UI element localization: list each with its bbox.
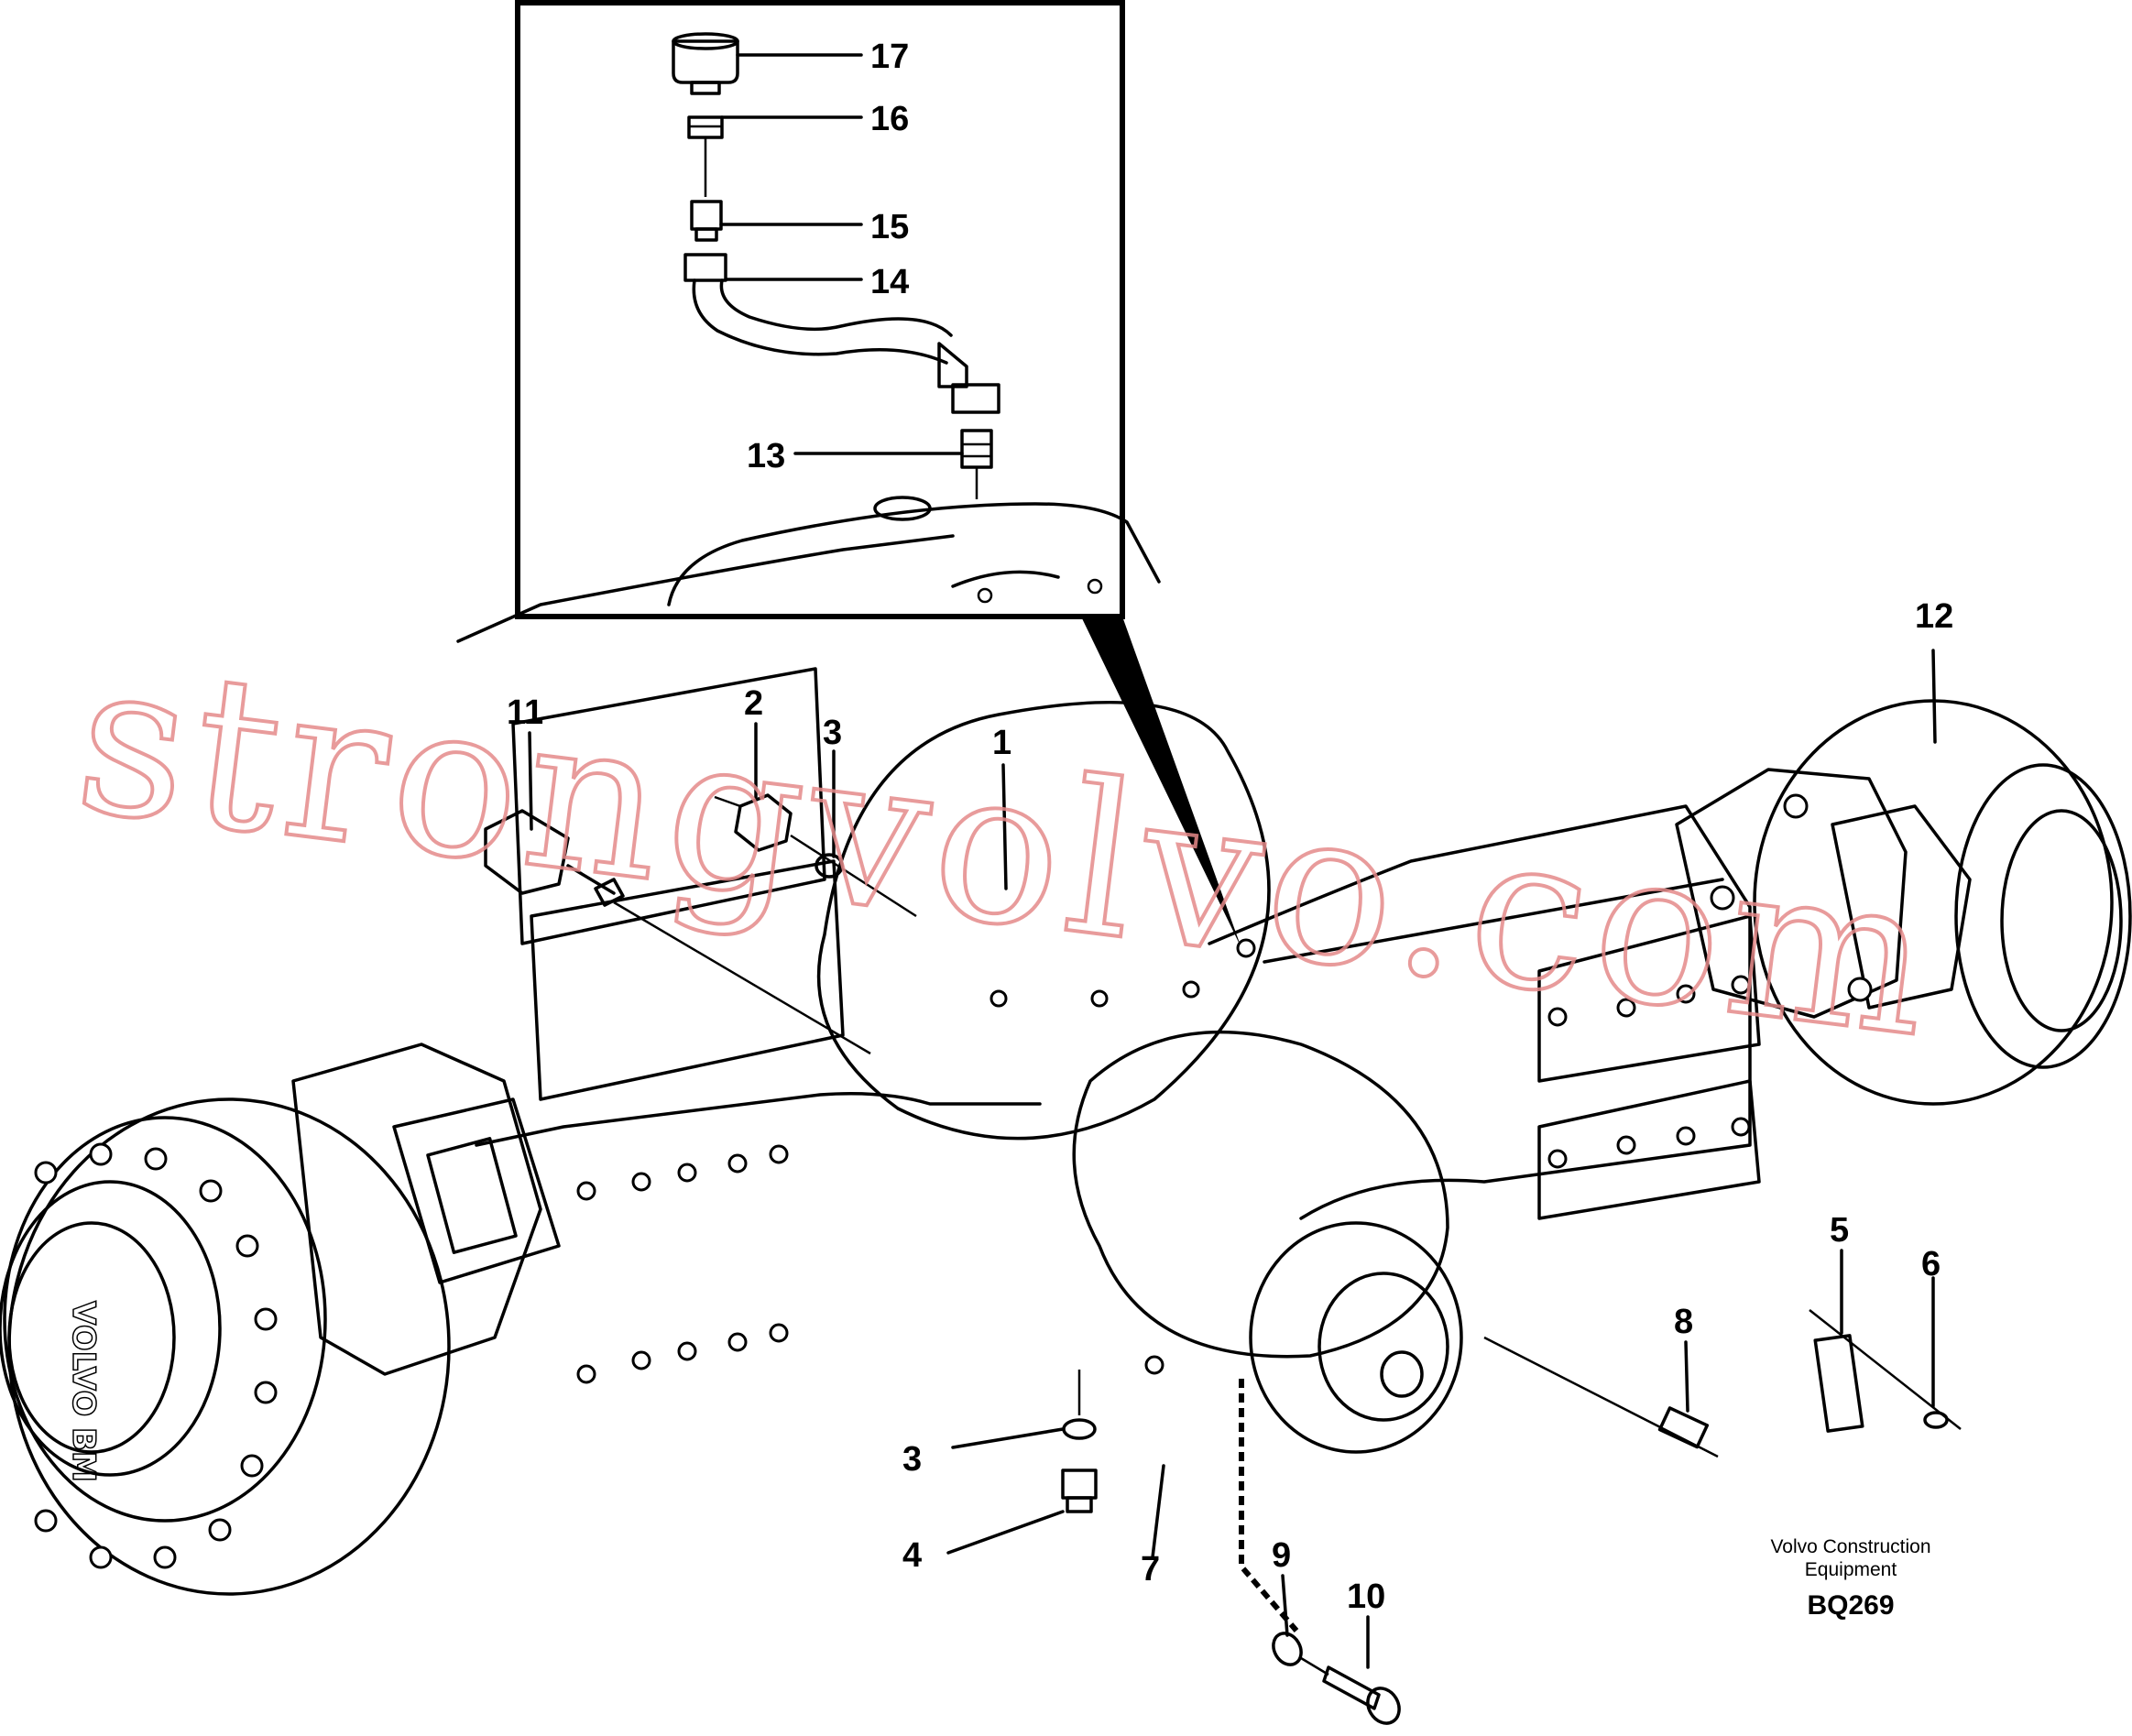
callout-14: 14 (870, 263, 909, 301)
nipple-part (687, 115, 724, 197)
callout-16: 16 (870, 100, 909, 138)
union-part (690, 200, 723, 242)
hub-logo-text: VOLVO BM (65, 1301, 102, 1482)
wheel-studs (34, 1142, 278, 1569)
loose-parts (484, 793, 1962, 1725)
callout-1: 1 (992, 724, 1011, 762)
callout-2: 2 (744, 684, 763, 723)
diagram-code: BQ269 (1807, 1590, 1894, 1621)
caption-block: Volvo Construction Equipment BQ269 (1770, 1536, 1930, 1621)
hose-part (683, 253, 1000, 414)
callout-9: 9 (1272, 1536, 1291, 1575)
right-wheel-hub (1675, 699, 2132, 1106)
callout-3-top: 3 (823, 714, 842, 752)
callout-3-bottom: 3 (902, 1440, 922, 1479)
detail-inset (515, 0, 1241, 948)
callout-15: 15 (870, 208, 909, 246)
callout-12: 12 (1915, 597, 1953, 636)
breather-cap-part (672, 32, 739, 95)
bolt-holes (576, 938, 1751, 1384)
callout-8: 8 (1674, 1303, 1693, 1341)
left-wheel-hub: VOLVO BM (0, 1043, 561, 1596)
axle-housing (456, 534, 1761, 1454)
caption-equipment: Equipment (1805, 1559, 1897, 1580)
callout-labels: 17 16 15 14 13 12 11 2 3 1 5 6 8 3 4 7 9… (507, 38, 1953, 1616)
callout-7: 7 (1141, 1550, 1160, 1589)
callout-13: 13 (747, 437, 785, 475)
callout-4: 4 (902, 1536, 922, 1575)
callout-11: 11 (507, 693, 543, 732)
callout-6: 6 (1921, 1245, 1941, 1283)
caption-company: Volvo Construction (1770, 1536, 1930, 1557)
watermark-text: strongvolvo.com (66, 615, 1950, 1086)
callout-5: 5 (1830, 1211, 1849, 1250)
callout-17: 17 (870, 38, 909, 76)
leader-lines (528, 649, 1937, 1669)
housing-top-part (667, 496, 1161, 606)
callout-10: 10 (1347, 1578, 1385, 1616)
